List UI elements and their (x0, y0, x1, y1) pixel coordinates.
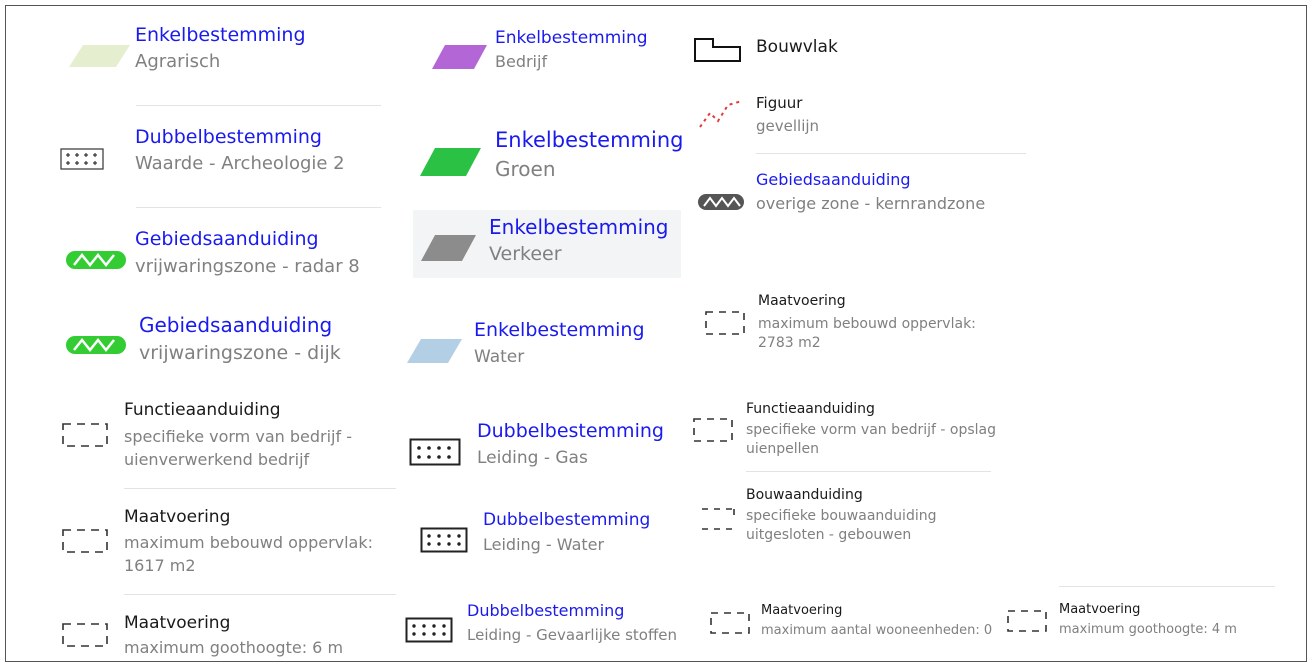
separator (1059, 586, 1275, 587)
legend-title: Gebiedsaanduiding (756, 170, 911, 189)
dotted-zigzag-icon (698, 99, 744, 129)
legend-subtitle: uienverwerkend bedrijf (124, 450, 310, 469)
legend-subtitle: Water (474, 347, 525, 367)
dashed-rect-icon (1006, 609, 1050, 635)
legend-subtitle: Leiding - Gevaarlijke stoffen (467, 626, 678, 644)
legend-title: Dubbelbestemming (467, 601, 625, 620)
legend-subtitle: Leiding - Water (483, 535, 605, 554)
legend-title: Maatvoering (761, 603, 843, 618)
parallelogram-swatch-icon (432, 44, 488, 70)
building-outline-icon (693, 35, 743, 63)
legend-subtitle: Waarde - Archeologie 2 (135, 153, 345, 174)
zone-blob-gray-icon (696, 191, 746, 213)
dashed-rect-icon (709, 611, 753, 637)
parallelogram-swatch-icon (69, 44, 131, 68)
legend-subtitle: Groen (495, 157, 556, 181)
separator (136, 207, 381, 208)
legend-title: Gebiedsaanduiding (139, 313, 333, 337)
zone-blob-green-icon (64, 332, 128, 358)
legend-subtitle: Verkeer (489, 243, 562, 265)
legend-subtitle: vrijwaringszone - radar 8 (135, 256, 360, 277)
legend-subtitle: uitgesloten - gebouwen (746, 527, 912, 543)
legend-title: Figuur (756, 94, 803, 112)
separator (136, 105, 381, 106)
legend-subtitle: specifieke vorm van bedrijf - opslag (746, 422, 997, 438)
legend-title: Enkelbestemming (489, 215, 669, 239)
legend-subtitle: maximum goothoogte: 6 m (124, 638, 344, 657)
legend-title: Bouwvlak (756, 37, 838, 57)
zone-blob-green-icon (64, 247, 128, 273)
legend-subtitle: maximum bebouwd oppervlak: (124, 533, 374, 552)
legend-title: Dubbelbestemming (135, 126, 322, 148)
legend-subtitle: specifieke bouwaanduiding (746, 508, 937, 524)
dashed-rect-icon (692, 417, 736, 443)
parallelogram-swatch-icon (407, 338, 463, 364)
dotted-pattern-icon (409, 438, 461, 466)
legend-subtitle: Agrarisch (135, 51, 221, 72)
legend-subtitle: maximum goothoogte: 4 m (1059, 622, 1237, 637)
legend-subtitle: 1617 m2 (124, 556, 196, 575)
separator (756, 153, 1026, 154)
legend-subtitle: maximum bebouwd oppervlak: (758, 316, 976, 332)
legend-subtitle: gevellijn (756, 117, 820, 135)
legend-title: Maatvoering (124, 613, 231, 633)
dotted-pattern-icon (420, 527, 468, 553)
dotted-pattern-icon (405, 617, 453, 643)
legend-title: Dubbelbestemming (483, 510, 651, 530)
legend-title: Maatvoering (1059, 602, 1141, 617)
separator (746, 471, 991, 472)
legend-subtitle: uienpellen (746, 441, 820, 457)
legend-title: Maatvoering (758, 293, 846, 309)
parallelogram-swatch-icon (420, 147, 482, 177)
legend-title: Enkelbestemming (495, 28, 648, 48)
parallelogram-swatch-icon (421, 234, 477, 262)
dashed-partial-rect-icon (700, 505, 736, 533)
dashed-rect-icon (61, 622, 111, 648)
legend-subtitle: specifieke vorm van bedrijf - (124, 427, 352, 446)
legend-title: Gebiedsaanduiding (135, 228, 319, 250)
legend-title: Dubbelbestemming (477, 420, 664, 442)
legend-subtitle: overige zone - kernrandzone (756, 194, 986, 213)
cross-hatch-pattern-icon (60, 148, 104, 170)
legend-subtitle: Leiding - Gas (477, 448, 588, 468)
dashed-rect-icon (704, 310, 748, 336)
legend-title: Maatvoering (124, 507, 231, 527)
legend-subtitle: vrijwaringszone - dijk (139, 342, 341, 364)
dashed-rect-icon (61, 422, 111, 448)
legend-subtitle: 2783 m2 (758, 335, 821, 351)
legend-title: Enkelbestemming (135, 24, 306, 46)
legend-title: Functieaanduiding (124, 400, 281, 420)
separator (124, 594, 396, 595)
legend-title: Enkelbestemming (495, 128, 684, 152)
legend-title: Functieaanduiding (746, 401, 875, 417)
separator (124, 488, 396, 489)
legend-panel: Enkelbestemming Agrarisch Dubbelbestemmi… (5, 5, 1307, 662)
legend-title: Bouwaanduiding (746, 487, 863, 503)
dashed-rect-icon (61, 528, 111, 554)
legend-subtitle: maximum aantal wooneenheden: 0 (761, 623, 993, 638)
legend-title: Enkelbestemming (474, 319, 645, 341)
legend-subtitle: Bedrijf (495, 52, 548, 71)
